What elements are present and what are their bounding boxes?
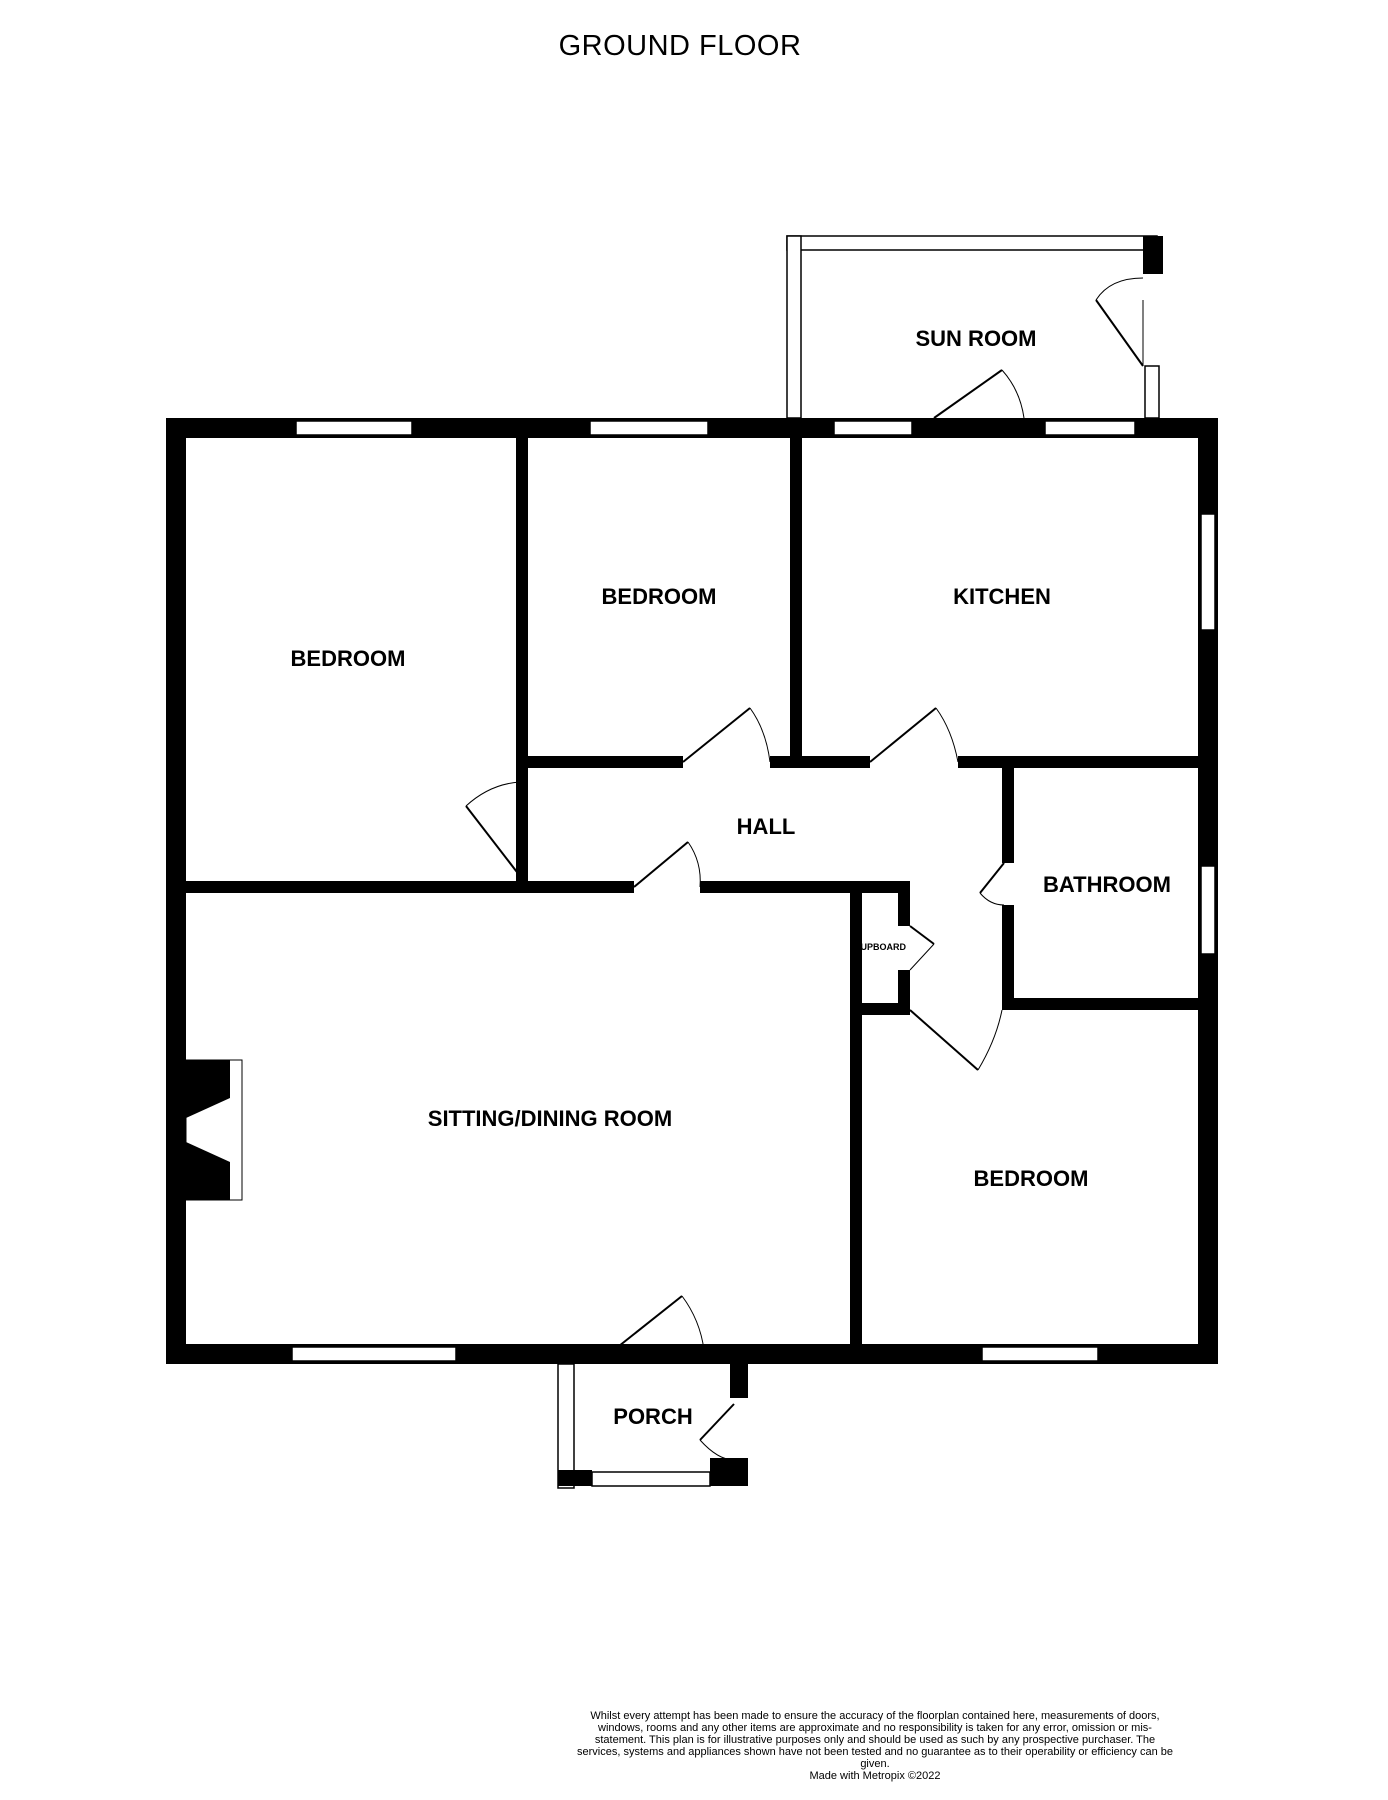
wall-hall-top-c [958, 756, 1198, 768]
disclaimer: Whilst every attempt has been made to en… [575, 1710, 1175, 1782]
window-kitchen-side [1200, 513, 1216, 631]
fireplace [185, 1059, 243, 1201]
wall-bed2-kitchen [790, 438, 802, 764]
window-bathroom [1200, 865, 1216, 955]
wall-bed1-bed2 [516, 438, 528, 882]
sun-room-structure [786, 235, 1163, 419]
doors [465, 707, 1005, 1461]
label-bedroom-1: BEDROOM [291, 646, 406, 671]
wall-bath-bottom [1002, 998, 1198, 1010]
wall-cupboard-bottom [862, 1003, 910, 1015]
wall-bath-left-top [1002, 768, 1014, 863]
label-bedroom-3: BEDROOM [974, 1166, 1089, 1191]
window-kitchen-left [833, 420, 913, 436]
wall-hall-top-b [770, 756, 870, 768]
room-labels: SUN ROOM BEDROOM BEDROOM KITCHEN HALL BA… [291, 326, 1171, 1429]
window-kitchen-right [1044, 420, 1136, 436]
wall-sitting-right [850, 881, 862, 1344]
walls [166, 418, 1218, 1364]
label-bedroom-2: BEDROOM [602, 584, 717, 609]
disclaimer-text: Whilst every attempt has been made to en… [577, 1710, 1173, 1770]
label-hall: HALL [737, 814, 796, 839]
window-bed2 [589, 420, 709, 436]
label-porch: PORCH [613, 1404, 692, 1429]
wall-bed1-bottom [186, 881, 634, 893]
wall-hall-top-a [528, 756, 683, 768]
label-cupboard: CUPBOARD [854, 942, 907, 952]
wall-sitting-top [700, 881, 910, 893]
label-bathroom: BATHROOM [1043, 872, 1171, 897]
label-sitting-dining: SITTING/DINING ROOM [428, 1106, 672, 1131]
left-wall [166, 418, 186, 1364]
wall-cupboard-right-top [898, 881, 910, 926]
window-bed1 [295, 420, 413, 436]
floor-title: GROUND FLOOR [558, 30, 802, 62]
windows [291, 420, 1216, 1362]
wall-bath-left-bottom [1002, 905, 1014, 1010]
window-bedroom3 [981, 1346, 1099, 1362]
label-sun-room: SUN ROOM [916, 326, 1037, 351]
window-sitting [291, 1346, 457, 1362]
porch-structure [557, 1350, 748, 1489]
disclaimer-credit: Made with Metropix ©2022 [809, 1770, 941, 1782]
label-kitchen: KITCHEN [953, 584, 1051, 609]
